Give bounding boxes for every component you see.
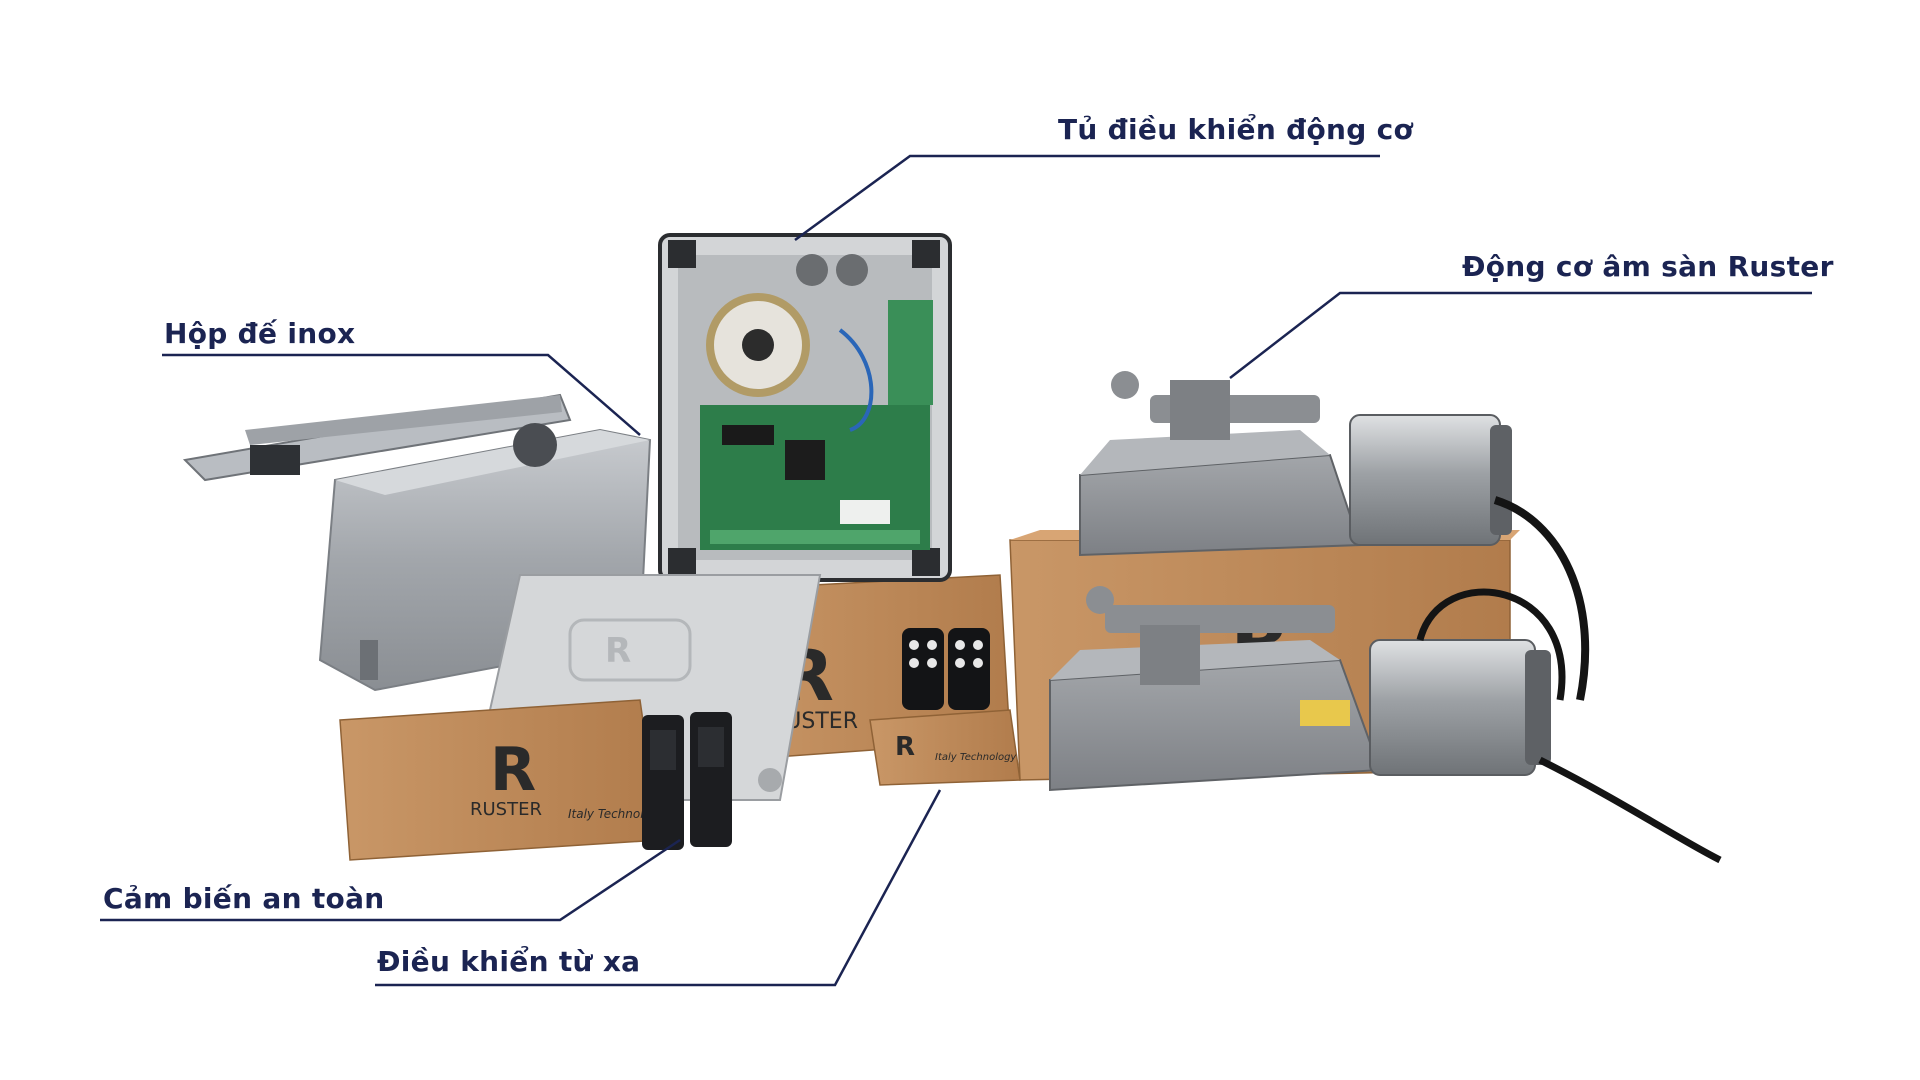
svg-text:Italy Technology: Italy Technology [568, 807, 667, 821]
floor-motor-upper [1079, 371, 1590, 701]
cardboard-box-front: R RUSTER Italy Technology [339, 699, 667, 861]
remote-controls: R Italy Technology [869, 628, 1021, 786]
steel-base-box [182, 393, 652, 692]
callout-line-floor-motor [1229, 291, 1812, 379]
svg-text:Italy Technology: Italy Technology [935, 752, 1017, 763]
label-steel-box: Hộp đế inox [164, 317, 356, 350]
callout-lines [100, 154, 1812, 987]
svg-text:R: R [605, 631, 631, 671]
safety-sensors [642, 712, 732, 850]
svg-text:R: R [895, 732, 915, 762]
callout-line-remote [375, 789, 942, 987]
svg-text:R: R [490, 735, 536, 805]
label-floor-motor: Động cơ âm sàn Ruster [1462, 250, 1834, 283]
control-cabinet [658, 233, 952, 582]
callout-line-safety-sensor [100, 838, 681, 922]
floor-motor-lower [1049, 586, 1722, 864]
label-control-box: Tủ điều khiển động cơ [1058, 113, 1414, 146]
callout-line-control-box [794, 154, 1380, 242]
svg-text:RUSTER: RUSTER [470, 799, 542, 820]
label-remote: Điều khiển từ xa [377, 945, 641, 978]
label-safety-sensor: Cảm biến an toàn [103, 882, 385, 915]
callout-line-steel-box [162, 353, 641, 436]
